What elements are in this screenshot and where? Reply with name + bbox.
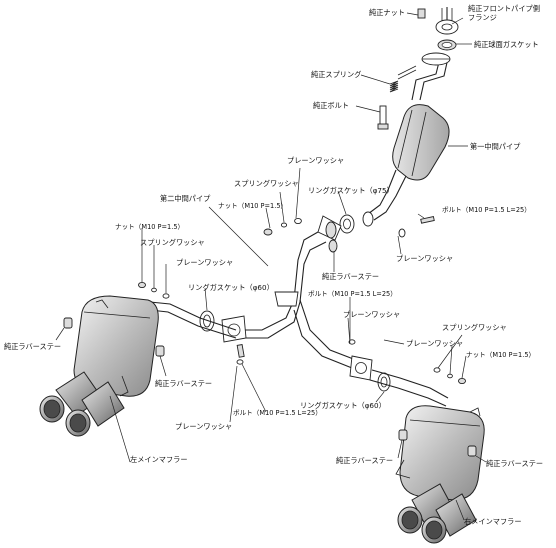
front-pipe-flange-part bbox=[435, 19, 459, 35]
left-rubber-stay-outer-part bbox=[63, 317, 73, 329]
label-oem-rubber-stay-left-outer: 純正ラバーステー bbox=[4, 342, 61, 351]
label-right-main-muffler: 右メインマフラー bbox=[464, 517, 522, 526]
left-rubber-stay-inner-part bbox=[155, 345, 165, 357]
label-oem-spherical-gasket: 純正球面ガスケット bbox=[474, 40, 539, 49]
label-plain-washer-lower: プレーンワッシャ bbox=[175, 422, 232, 431]
label-front-pipe-flange-1: 純正フロントパイプ側 bbox=[468, 4, 540, 13]
label-plain-washer-left: プレーンワッシャ bbox=[176, 258, 233, 267]
leader-lines bbox=[55, 12, 487, 521]
label-plain-washer-center: プレーンワッシャ bbox=[343, 310, 400, 319]
label-oem-nut: 純正ナット bbox=[369, 8, 405, 17]
label-left-main-muffler: 左メインマフラー bbox=[130, 455, 188, 464]
right-rubber-stay-inner-part bbox=[398, 429, 408, 441]
label-plain-washer-right: プレーンワッシャ bbox=[396, 254, 453, 263]
label-oem-rubber-stay-left-inner: 純正ラバーステー bbox=[155, 379, 212, 388]
label-second-mid-pipe: 第二中間パイプ bbox=[160, 194, 211, 203]
oem-spring-part bbox=[389, 80, 399, 93]
center-top-fasteners bbox=[263, 217, 302, 236]
left-fasteners bbox=[138, 281, 245, 365]
label-bolt-m10-center: ボルト（M10 P=1.5 L=25） bbox=[308, 290, 397, 298]
second-mid-pipe-part bbox=[221, 231, 373, 381]
label-nut-m10-right: ナット（M10 P=1.5） bbox=[466, 351, 535, 359]
label-oem-spring: 純正スプリング bbox=[311, 70, 361, 79]
left-main-muffler-part bbox=[39, 295, 237, 437]
label-bolt-m10-lower: ボルト（M10 P=1.5 L=25） bbox=[233, 409, 322, 417]
label-plain-washer-top: プレーンワッシャ bbox=[287, 156, 344, 165]
label-ring-gasket-60-left: リングガスケット（φ60） bbox=[188, 283, 274, 292]
label-group: 純正フロントパイプ側 フランジ 純正ナット 純正球面ガスケット 純正スプリング … bbox=[4, 4, 543, 526]
oem-nut-part bbox=[417, 8, 426, 19]
label-oem-bolt: 純正ボルト bbox=[313, 101, 349, 110]
label-ring-gasket-75: リングガスケット（φ75） bbox=[308, 186, 394, 195]
label-ring-gasket-60-right: リングガスケット（φ60） bbox=[300, 401, 386, 410]
oem-bolt-part bbox=[377, 105, 389, 130]
right-rubber-stay-outer-part bbox=[467, 445, 477, 457]
label-oem-rubber-stay-right-outer: 純正ラバーステー bbox=[486, 459, 543, 468]
label-bolt-m10-right: ボルト（M10 P=1.5 L=25） bbox=[442, 206, 531, 214]
label-plain-washer-right2: プレーンワッシャ bbox=[406, 339, 463, 348]
right-fasteners bbox=[348, 339, 466, 385]
label-spring-washer-top: スプリングワッシャ bbox=[234, 179, 299, 188]
ring-gasket-60-right-part bbox=[377, 372, 391, 392]
label-nut-m10-center: ナット（M10 P=1.5） bbox=[218, 202, 287, 210]
plain-washer-right-part bbox=[398, 228, 406, 238]
label-spring-washer-left: スプリングワッシャ bbox=[140, 238, 205, 247]
label-first-mid-pipe: 第一中間パイプ bbox=[470, 142, 521, 151]
bolt-right-part bbox=[420, 216, 435, 224]
label-front-pipe-flange-2: フランジ bbox=[468, 13, 497, 22]
label-nut-m10-left: ナット（M10 P=1.5） bbox=[115, 223, 184, 231]
center-joint bbox=[317, 214, 435, 241]
right-main-muffler-part bbox=[369, 369, 485, 544]
label-oem-rubber-stay-center: 純正ラバーステー bbox=[322, 272, 379, 281]
first-mid-pipe-part bbox=[362, 52, 451, 227]
front-flange-assembly bbox=[377, 7, 459, 130]
label-oem-rubber-stay-right-inner: 純正ラバーステー bbox=[336, 456, 393, 465]
ring-gasket-75-part bbox=[339, 214, 355, 234]
label-spring-washer-right: スプリングワッシャ bbox=[442, 323, 507, 332]
ring-gasket-60-left-part bbox=[199, 310, 215, 332]
oem-rubber-stay-center-part bbox=[328, 239, 338, 253]
